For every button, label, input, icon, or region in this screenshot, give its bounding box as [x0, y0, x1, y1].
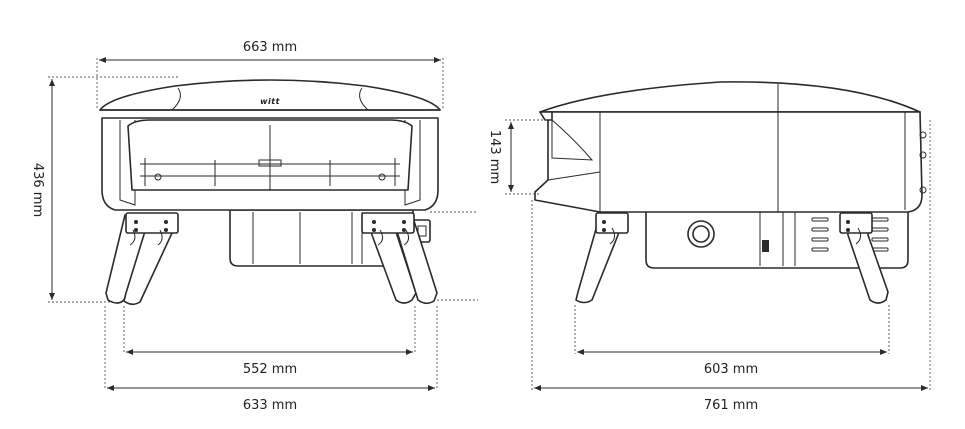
gas-knob-icon	[687, 220, 715, 248]
logo-text: witt	[260, 97, 280, 106]
label-552-mm: 552 mm	[243, 362, 297, 377]
side-view: 143 mm 603 mm 761 mm	[487, 81, 931, 413]
side-dome	[539, 81, 921, 113]
label-143-mm: 143 mm	[487, 130, 502, 184]
label-663-mm: 663 mm	[243, 40, 297, 55]
label-633-mm: 633 mm	[243, 398, 297, 413]
front-body	[101, 117, 439, 211]
label-761-mm: 761 mm	[704, 398, 758, 413]
brand-logo: witt	[260, 97, 280, 106]
side-legs	[575, 212, 889, 304]
label-436-mm: 436 mm	[30, 163, 45, 217]
front-view: witt	[30, 40, 478, 413]
side-body	[534, 111, 927, 213]
label-603-mm: 603 mm	[704, 362, 758, 377]
front-legs	[105, 212, 438, 306]
